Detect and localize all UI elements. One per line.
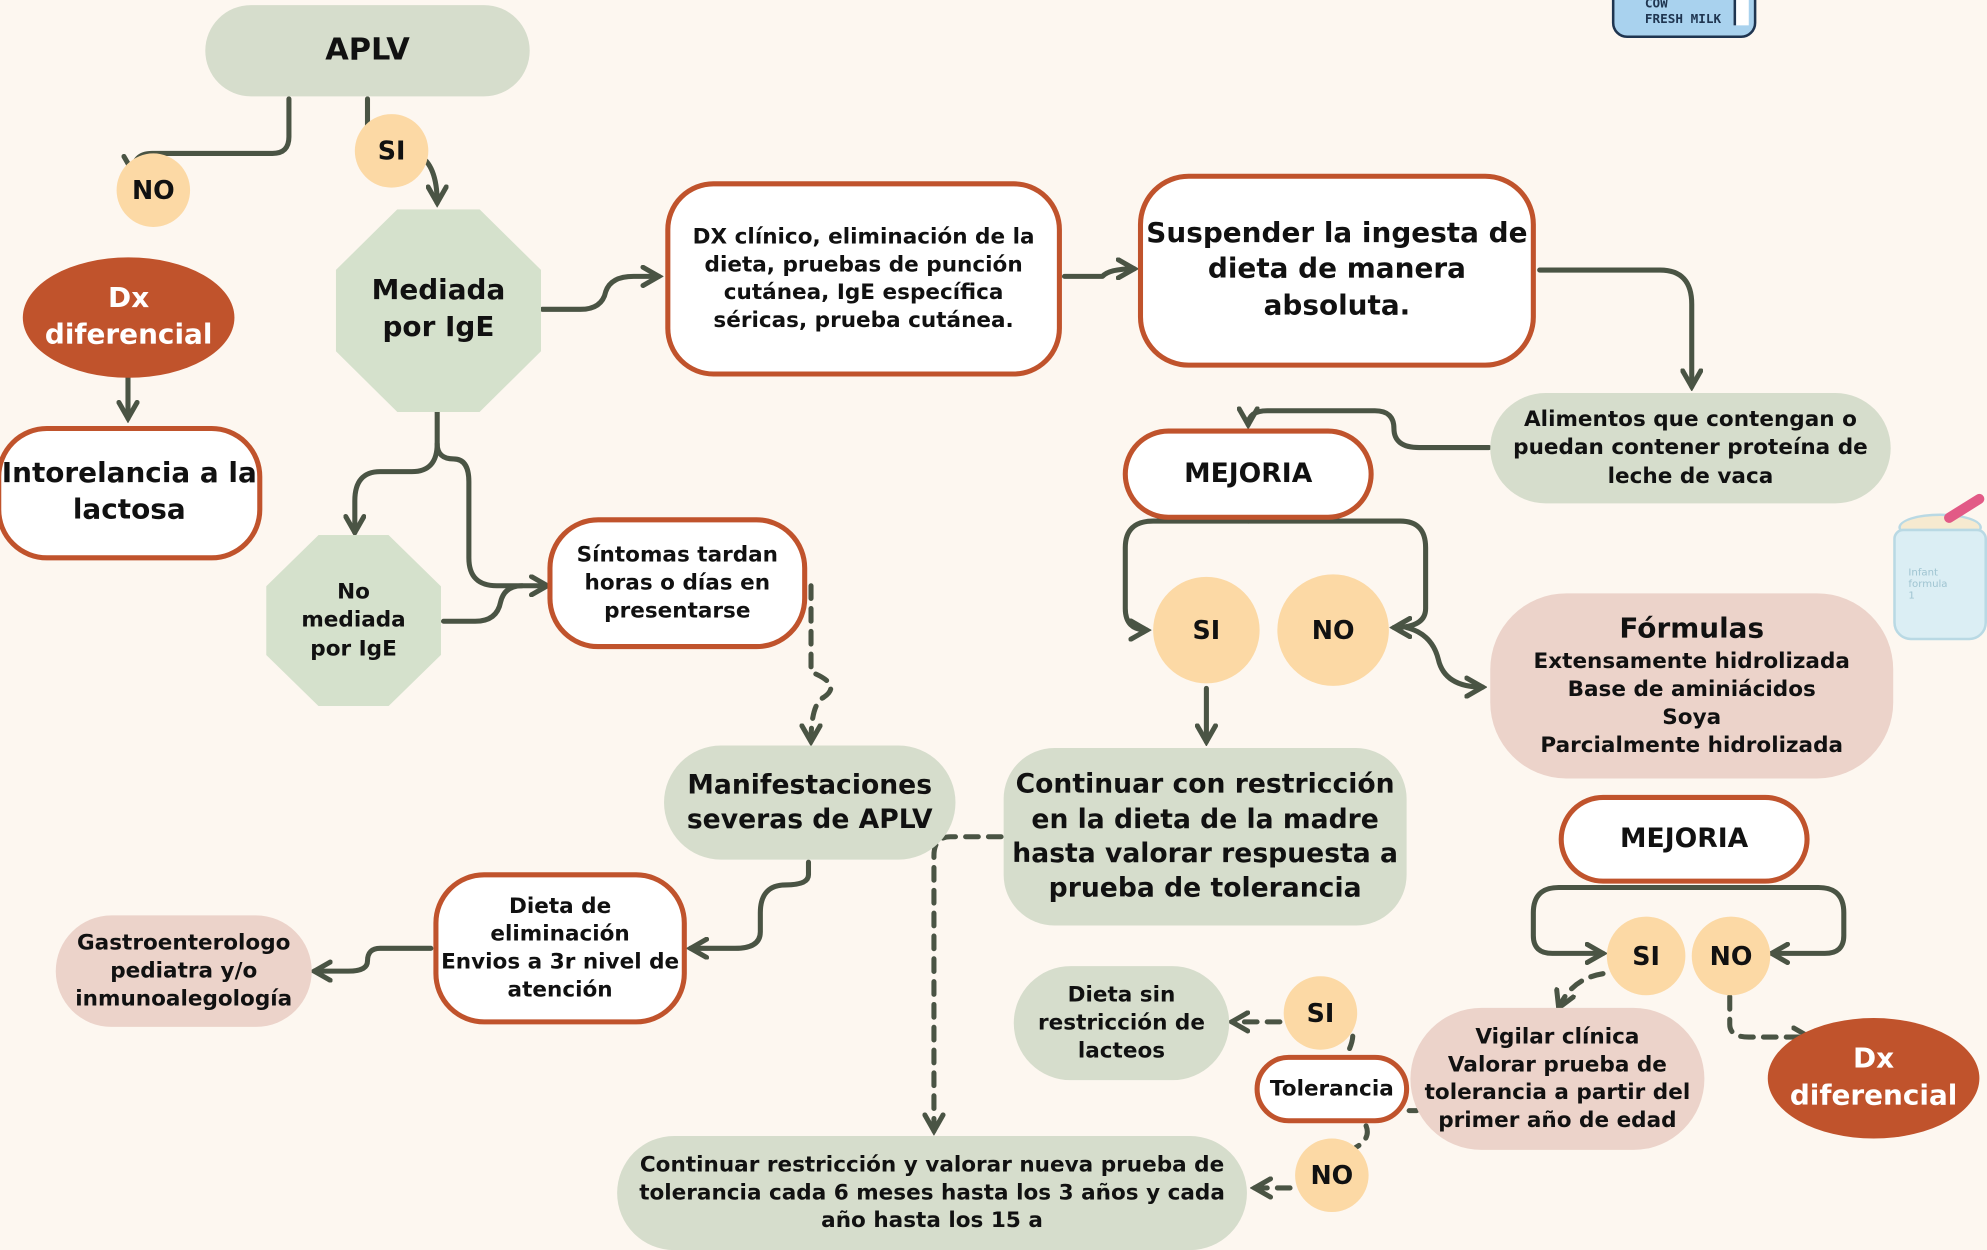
node-si-top: SI bbox=[354, 114, 429, 188]
node-no-mejoria-1: NO bbox=[1277, 574, 1389, 686]
node-mejoria-1: MEJORIA bbox=[1122, 428, 1374, 520]
edge-nomediada-sintomas bbox=[440, 583, 525, 624]
edge-dxclinico-suspender bbox=[1061, 269, 1134, 277]
node-continuar-nueva-prueba: Continuar restricción y valorar nueva pr… bbox=[617, 1135, 1247, 1250]
node-no-mediada-ige: No mediada por IgE bbox=[266, 535, 441, 707]
edge-tolerancia-no bbox=[1353, 1123, 1370, 1150]
node-sintomas-tardan: Síntomas tardan horas o días en presenta… bbox=[547, 517, 808, 650]
edge-tolerancia-si bbox=[1347, 1024, 1356, 1052]
edge-mediada-sintomas bbox=[434, 441, 547, 586]
node-no-mejoria-2: NO bbox=[1691, 916, 1771, 996]
node-dx-clinico: DX clínico, eliminación de la dieta, pru… bbox=[665, 181, 1062, 377]
edge-suspender-alimentos bbox=[1537, 267, 1692, 387]
edge-mejoria2-no bbox=[1680, 884, 1847, 953]
edge-sintomas-manifestaciones bbox=[811, 583, 834, 742]
node-formulas: Fórmulas Extensamente hidrolizada Base d… bbox=[1490, 593, 1894, 779]
node-suspender-ingesta: Suspender la ingesta de dieta de manera … bbox=[1137, 173, 1536, 368]
node-dx-diferencial-right: Dx diferencial bbox=[1767, 1018, 1980, 1139]
formulas-title: Fórmulas bbox=[1619, 613, 1765, 645]
formula-can-illustration: Infant formula 1 bbox=[1893, 492, 1987, 641]
node-mediada-ige: Mediada por IgE bbox=[335, 209, 542, 413]
milk-carton-illustration: COW FRESH MILK bbox=[1611, 0, 1757, 39]
edge-si-vigilar bbox=[1559, 971, 1606, 1008]
edge-mejoria1-si bbox=[1122, 518, 1251, 630]
node-continuar-restriccion-madre: Continuar con restricción en la dieta de… bbox=[1003, 748, 1407, 926]
formula-can-label: Infant formula 1 bbox=[1908, 566, 1948, 602]
node-vigilar-clinica: Vigilar clínica Valorar prueba de tolera… bbox=[1410, 1007, 1705, 1150]
edge-manifestaciones-continuarnueva bbox=[934, 834, 1004, 1131]
edge-no-dxright bbox=[1727, 993, 1810, 1038]
node-no-top: NO bbox=[116, 153, 191, 227]
edge-mediada-nomediada bbox=[355, 409, 440, 532]
node-si-mejoria-1: SI bbox=[1153, 576, 1260, 684]
node-si-tolerancia: SI bbox=[1283, 976, 1358, 1050]
formulas-items: Extensamente hidrolizada Base de aminiác… bbox=[1533, 649, 1850, 759]
edge-mediada-dxclinico bbox=[539, 276, 659, 312]
node-dieta-sin-restriccion: Dieta sin restricción de lacteos bbox=[1013, 966, 1230, 1081]
node-dx-diferencial-left: Dx diferencial bbox=[22, 257, 235, 378]
node-gastroenterologo: Gastroenterologo pediatra y/o inmunoaleg… bbox=[55, 915, 312, 1027]
edge-alimentos-mejoria1 bbox=[1248, 411, 1492, 451]
node-dieta-eliminacion: Dieta de eliminación Envios a 3r nivel d… bbox=[433, 872, 687, 1025]
edge-mejoria1-no bbox=[1245, 518, 1429, 627]
node-mejoria-2: MEJORIA bbox=[1558, 794, 1810, 884]
node-si-mejoria-2: SI bbox=[1606, 916, 1686, 996]
edge-no-formulas bbox=[1404, 625, 1483, 688]
milk-carton-text: COW FRESH MILK bbox=[1644, 0, 1722, 26]
node-aplv: APLV bbox=[205, 5, 530, 97]
edge-manifestaciones-dieta bbox=[691, 859, 812, 948]
node-intolerancia-lactosa: Intorelancia a la lactosa bbox=[0, 425, 263, 561]
node-alimentos-proteina: Alimentos que contengan o puedan contene… bbox=[1490, 393, 1891, 504]
edge-mejoria2-si bbox=[1530, 884, 1686, 953]
formula-can-body bbox=[1893, 528, 1987, 641]
node-no-tolerancia: NO bbox=[1295, 1138, 1369, 1213]
edge-dieta-gastro bbox=[314, 945, 434, 971]
node-manifestaciones-severas: Manifestaciones severas de APLV bbox=[664, 745, 956, 860]
milk-carton-side bbox=[1733, 0, 1749, 26]
node-tolerancia: Tolerancia bbox=[1254, 1054, 1410, 1124]
